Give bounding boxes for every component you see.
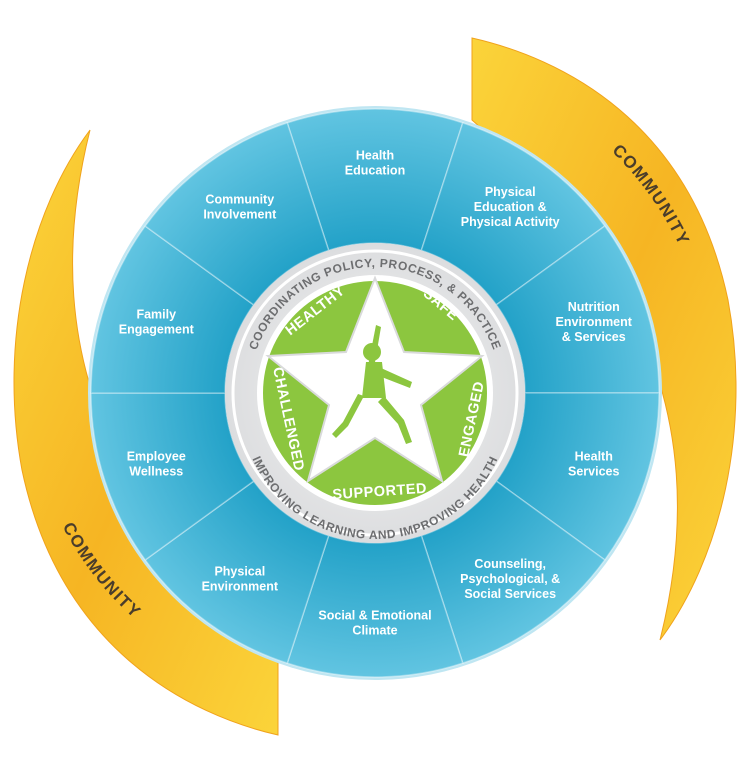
component-label-line: Community	[205, 192, 274, 206]
component-label-line: Health	[356, 149, 394, 163]
component-label-line: Nutrition	[568, 300, 620, 314]
component-label-line: Education	[345, 164, 405, 178]
component-label-line: Health	[575, 450, 613, 464]
component-label-line: Social Services	[464, 587, 556, 601]
component-label-line: Wellness	[129, 465, 183, 479]
component-label-line: Family	[136, 307, 176, 321]
component-label-line: Physical	[485, 185, 536, 199]
component-label-line: Employee	[127, 450, 186, 464]
component-label-line: Social & Emotional	[318, 609, 431, 623]
component-label-line: Environment	[556, 315, 633, 329]
component-label-line: Climate	[352, 624, 397, 638]
inner-ring-line	[231, 249, 519, 537]
component-label-line: Psychological, &	[460, 572, 560, 586]
component-label-line: Engagement	[119, 322, 195, 336]
component-label-line: Environment	[202, 580, 279, 594]
component-label-line: Counseling,	[474, 557, 546, 571]
component-label-line: Education &	[474, 200, 547, 214]
jumping-child-icon	[332, 325, 412, 444]
component-label-line: Physical Activity	[461, 215, 560, 229]
component-label-line: & Services	[562, 330, 626, 344]
component-label: Counseling,Psychological, &Social Servic…	[460, 557, 560, 601]
component-label-line: Services	[568, 465, 619, 479]
component-label-line: Involvement	[203, 207, 277, 221]
component-label-line: Physical	[214, 565, 265, 579]
value-label-supported: SUPPORTED	[332, 481, 428, 504]
